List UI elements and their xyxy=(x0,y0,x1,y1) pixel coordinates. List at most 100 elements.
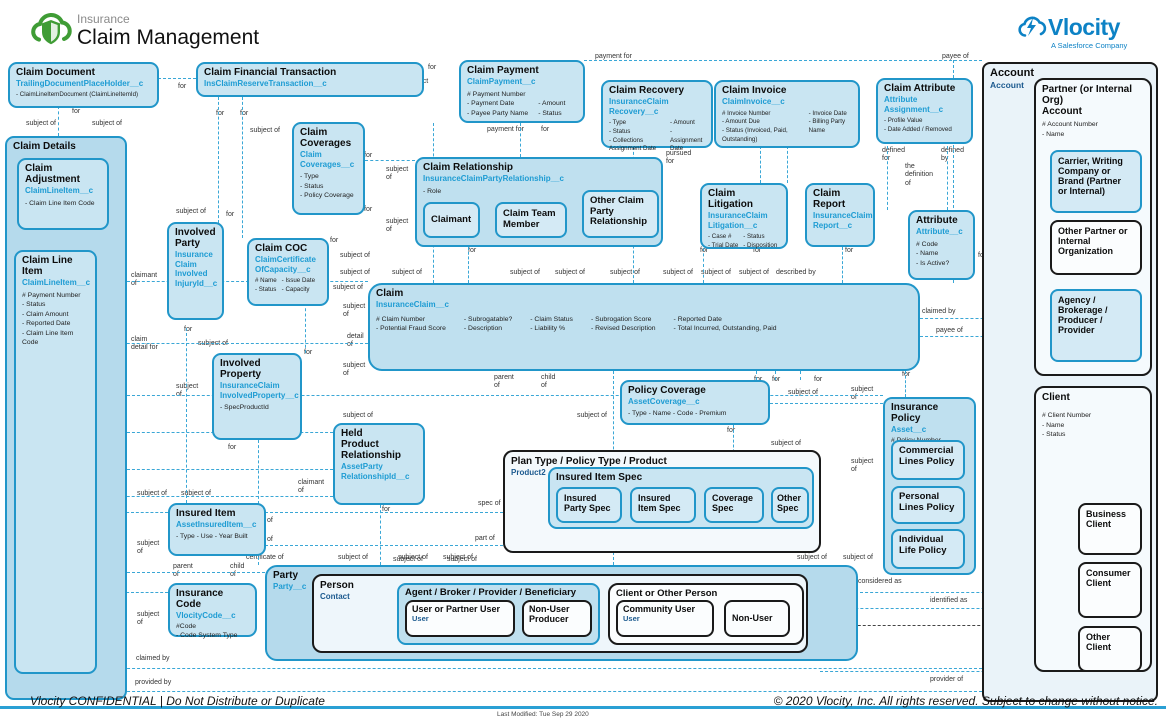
copyright-notice: © 2020 Vlocity, Inc. All rights reserved… xyxy=(773,694,1158,708)
entity-user-or-partner-user: User or Partner User User xyxy=(405,600,515,637)
entity-insured-party-spec: Insured Party Spec xyxy=(556,487,622,523)
insurance-logo-icon xyxy=(31,13,72,45)
relationship-label: considered as xyxy=(858,578,902,585)
entity-held-product-relationship: Held Product Relationship AssetParty Rel… xyxy=(333,423,425,505)
connector-line xyxy=(127,395,883,396)
connector-line xyxy=(820,608,1035,609)
relationship-label: for xyxy=(178,83,187,90)
connector-line xyxy=(97,496,333,497)
relationship-label: identified as xyxy=(930,597,968,604)
connector-line xyxy=(756,371,757,380)
entity-claim-line-item: Claim Line Item ClaimLineItem__c # Payme… xyxy=(14,250,97,674)
entity-claim-coverages: Claim Coverages Claim Coverages__c - Typ… xyxy=(292,122,365,215)
relationship-label: subject of xyxy=(386,218,409,234)
relationship-label: subject of xyxy=(663,269,693,276)
entity-insurance-code: Insurance Code VlocityCode__c #Code - Co… xyxy=(168,583,257,639)
entity-business-client: Business Client xyxy=(1078,503,1142,555)
relationship-label: subject of xyxy=(198,340,228,347)
entity-claim-recovery: Claim Recovery InsuranceClaim Recovery__… xyxy=(601,80,713,152)
relationship-label: for xyxy=(700,247,709,254)
connector-line xyxy=(760,146,761,183)
relationship-label: subject of xyxy=(181,490,211,497)
relationship-label: for xyxy=(727,427,736,434)
connector-line xyxy=(380,505,381,565)
entity-other-spec: Other Spec xyxy=(771,487,809,523)
relationship-label: for xyxy=(814,376,823,383)
relationship-label: provided by xyxy=(135,679,172,686)
relationship-label: subject of xyxy=(851,458,874,474)
relationship-label: child of xyxy=(230,563,245,579)
entity-involved-party: Involved Party Insurance Claim Involved … xyxy=(167,222,224,320)
connector-line xyxy=(770,403,883,404)
connector-line xyxy=(920,318,1034,319)
connector-line xyxy=(97,343,368,344)
relationship-label: claimed by xyxy=(136,655,170,662)
connector-line xyxy=(186,328,187,503)
relationship-label: subject of xyxy=(386,166,409,182)
relationship-label: subject of xyxy=(447,556,477,563)
relationship-label: subject of xyxy=(26,120,56,127)
relationship-label: for xyxy=(541,126,550,133)
connector-line xyxy=(97,512,168,513)
relationship-label: for xyxy=(184,326,193,333)
relationship-label: subject of xyxy=(610,269,640,276)
connector-line xyxy=(58,106,59,136)
entity-individual-life-policy: Individual Life Policy xyxy=(891,529,965,569)
relationship-label: subject of xyxy=(137,490,167,497)
relationship-label: subject of xyxy=(398,554,428,561)
relationship-label: subject of xyxy=(137,611,160,627)
relationship-label: subject of xyxy=(338,554,368,561)
connector-line xyxy=(947,146,948,210)
relationship-label: subject of xyxy=(343,412,373,419)
relationship-label: claimant of xyxy=(131,272,158,288)
relationship-label: pursued for xyxy=(666,150,692,166)
connector-line xyxy=(808,625,1035,626)
entity-commercial-lines-policy: Commercial Lines Policy xyxy=(891,440,965,480)
relationship-label: the definition of xyxy=(905,163,934,187)
relationship-label: certificate of xyxy=(246,554,284,561)
relationship-label: claimed by xyxy=(922,308,956,315)
relationship-label: for xyxy=(902,371,911,378)
connector-line xyxy=(97,572,265,573)
connector-line xyxy=(920,336,1034,337)
relationship-label: for xyxy=(364,152,373,159)
relationship-label: payee of xyxy=(936,327,963,334)
relationship-label: for xyxy=(216,110,225,117)
relationship-label: defined by xyxy=(941,147,964,163)
entity-claim-report: Claim Report InsuranceClaim Report__c xyxy=(805,183,875,247)
entity-policy-coverage: Policy Coverage AssetCoverage__c - Type … xyxy=(620,380,770,425)
entity-claim-litigation: Claim Litigation InsuranceClaim Litigati… xyxy=(700,183,788,249)
connector-line xyxy=(158,78,196,79)
entity-claim-document: Claim Document TrailingDocumentPlaceHold… xyxy=(8,62,159,108)
relationship-label: parent of xyxy=(494,374,514,390)
connector-line xyxy=(820,671,1035,672)
connector-line xyxy=(97,691,982,692)
relationship-label: spec of xyxy=(478,500,501,507)
relationship-label: part of xyxy=(475,535,495,542)
relationship-label: for xyxy=(364,206,373,213)
relationship-label: for xyxy=(753,247,762,254)
relationship-label: child of xyxy=(541,374,556,390)
relationship-label: subject of xyxy=(851,386,874,402)
relationship-label: subject of xyxy=(343,362,366,378)
entity-non-user-producer: Non-User Producer xyxy=(522,600,592,637)
connector-line xyxy=(520,123,521,157)
relationship-label: for xyxy=(228,444,237,451)
relationship-label: subject of xyxy=(510,269,540,276)
relationship-label: for xyxy=(72,108,81,115)
relationship-label: subject of xyxy=(343,303,366,319)
page-title: Claim Management xyxy=(77,26,260,49)
relationship-label: subject of xyxy=(176,383,199,399)
relationship-label: subject of xyxy=(92,120,122,127)
entity-other-claim-party-relationship: Other Claim Party Relationship xyxy=(582,190,659,238)
entity-claim-payment: Claim Payment ClaimPayment__c # Payment … xyxy=(459,60,585,123)
relationship-label: payment for xyxy=(487,126,524,133)
relationship-label: subject of xyxy=(176,208,206,215)
relationship-label: subject of xyxy=(843,554,873,561)
entity-claim-invoice: Claim Invoice ClaimInvoice__c # Invoice … xyxy=(714,80,860,148)
relationship-label: payment for xyxy=(595,53,632,60)
entity-carrier-writing-company-or-brand: Carrier, Writing Company or Brand (Partn… xyxy=(1050,150,1142,213)
relationship-label: subject of xyxy=(739,269,769,276)
connector-line xyxy=(905,371,906,397)
connector-line xyxy=(775,371,776,380)
